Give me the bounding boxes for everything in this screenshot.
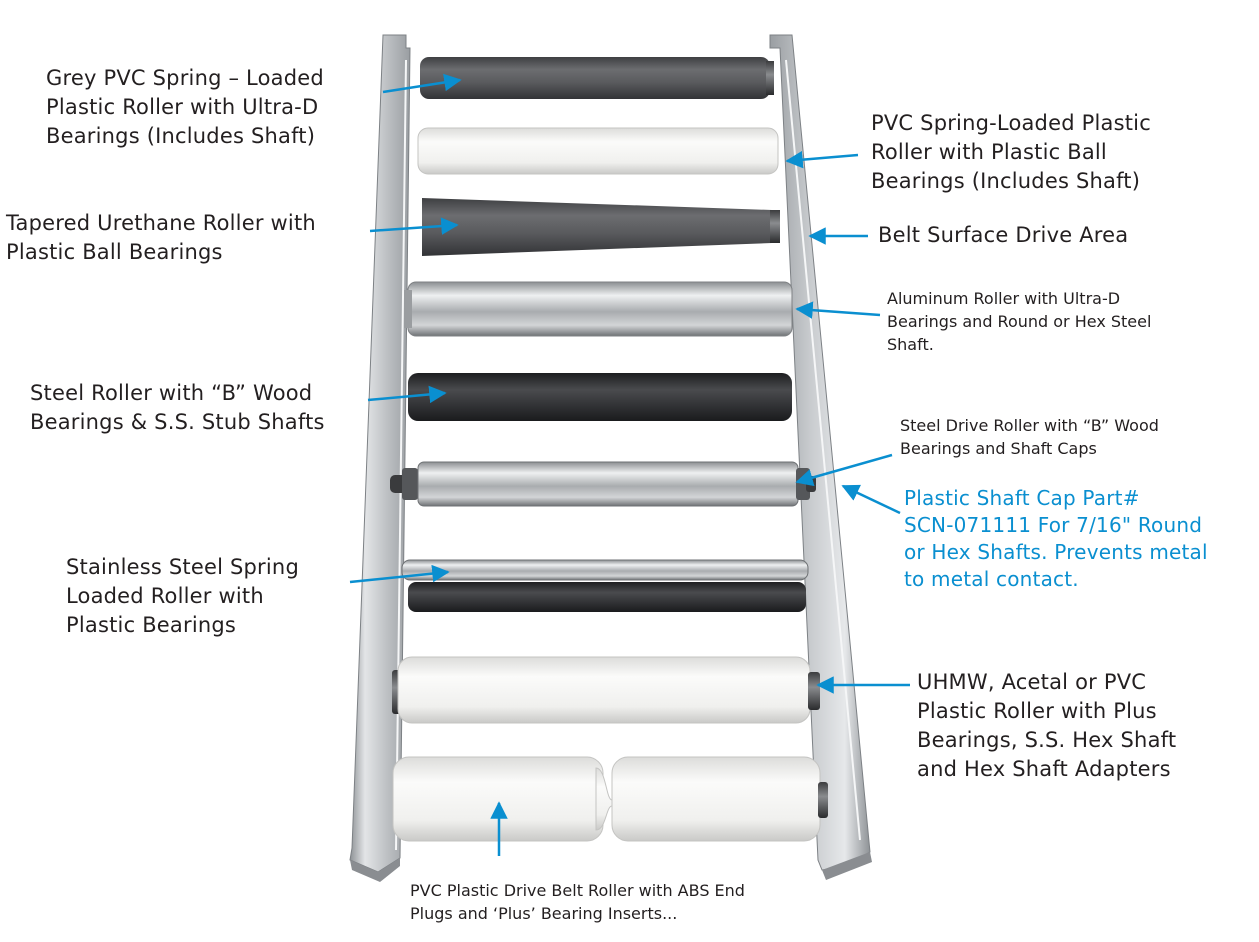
right-frame-rail bbox=[769, 34, 872, 880]
label-steel-drive-roller: Steel Drive Roller with “B” Wood Bearing… bbox=[900, 416, 1159, 458]
label-pvc-drive-belt-roller: PVC Plastic Drive Belt Roller with ABS E… bbox=[410, 881, 745, 923]
aluminum-roller bbox=[404, 281, 793, 337]
label-belt-surface-drive-area: Belt Surface Drive Area bbox=[878, 223, 1129, 247]
stainless-steel-spring-roller bbox=[401, 559, 809, 612]
uhmw-plastic-roller bbox=[392, 656, 820, 724]
arrow-stainless bbox=[349, 564, 450, 584]
arrow-steel-wood bbox=[367, 385, 447, 404]
white-pvc-roller bbox=[417, 127, 779, 175]
arrow-aluminum bbox=[795, 301, 881, 319]
callout-arrows bbox=[349, 73, 910, 856]
pvc-drive-belt-roller bbox=[392, 756, 828, 842]
grey-pvc-roller bbox=[420, 57, 774, 99]
tapered-urethane-roller bbox=[422, 198, 780, 256]
arrow-steel-drive bbox=[795, 453, 893, 487]
label-plastic-shaft-cap: Plastic Shaft Cap Part# SCN-071111 For 7… bbox=[904, 486, 1208, 591]
steel-wood-roller bbox=[408, 373, 792, 421]
arrow-tapered bbox=[369, 217, 459, 235]
label-grey-pvc-roller: Grey PVC Spring – Loaded Plastic Roller … bbox=[46, 66, 324, 148]
label-stainless-steel-roller: Stainless Steel Spring Loaded Roller wit… bbox=[66, 555, 299, 637]
left-frame-rail bbox=[349, 34, 411, 882]
label-pvc-spring-roller: PVC Spring-Loaded Plastic Roller with Pl… bbox=[871, 111, 1151, 193]
arrow-pvc-spring bbox=[785, 150, 859, 169]
label-uhmw-plastic-roller: UHMW, Acetal or PVC Plastic Roller with … bbox=[917, 670, 1177, 781]
label-aluminum-roller: Aluminum Roller with Ultra-D Bearings an… bbox=[887, 289, 1152, 354]
label-steel-wood-roller: Steel Roller with “B” Wood Bearings & S.… bbox=[30, 381, 325, 434]
arrow-shaft-cap bbox=[841, 484, 901, 515]
label-tapered-urethane-roller: Tapered Urethane Roller with Plastic Bal… bbox=[6, 211, 316, 264]
arrow-grey-pvc bbox=[382, 73, 462, 94]
steel-drive-roller bbox=[390, 461, 816, 507]
